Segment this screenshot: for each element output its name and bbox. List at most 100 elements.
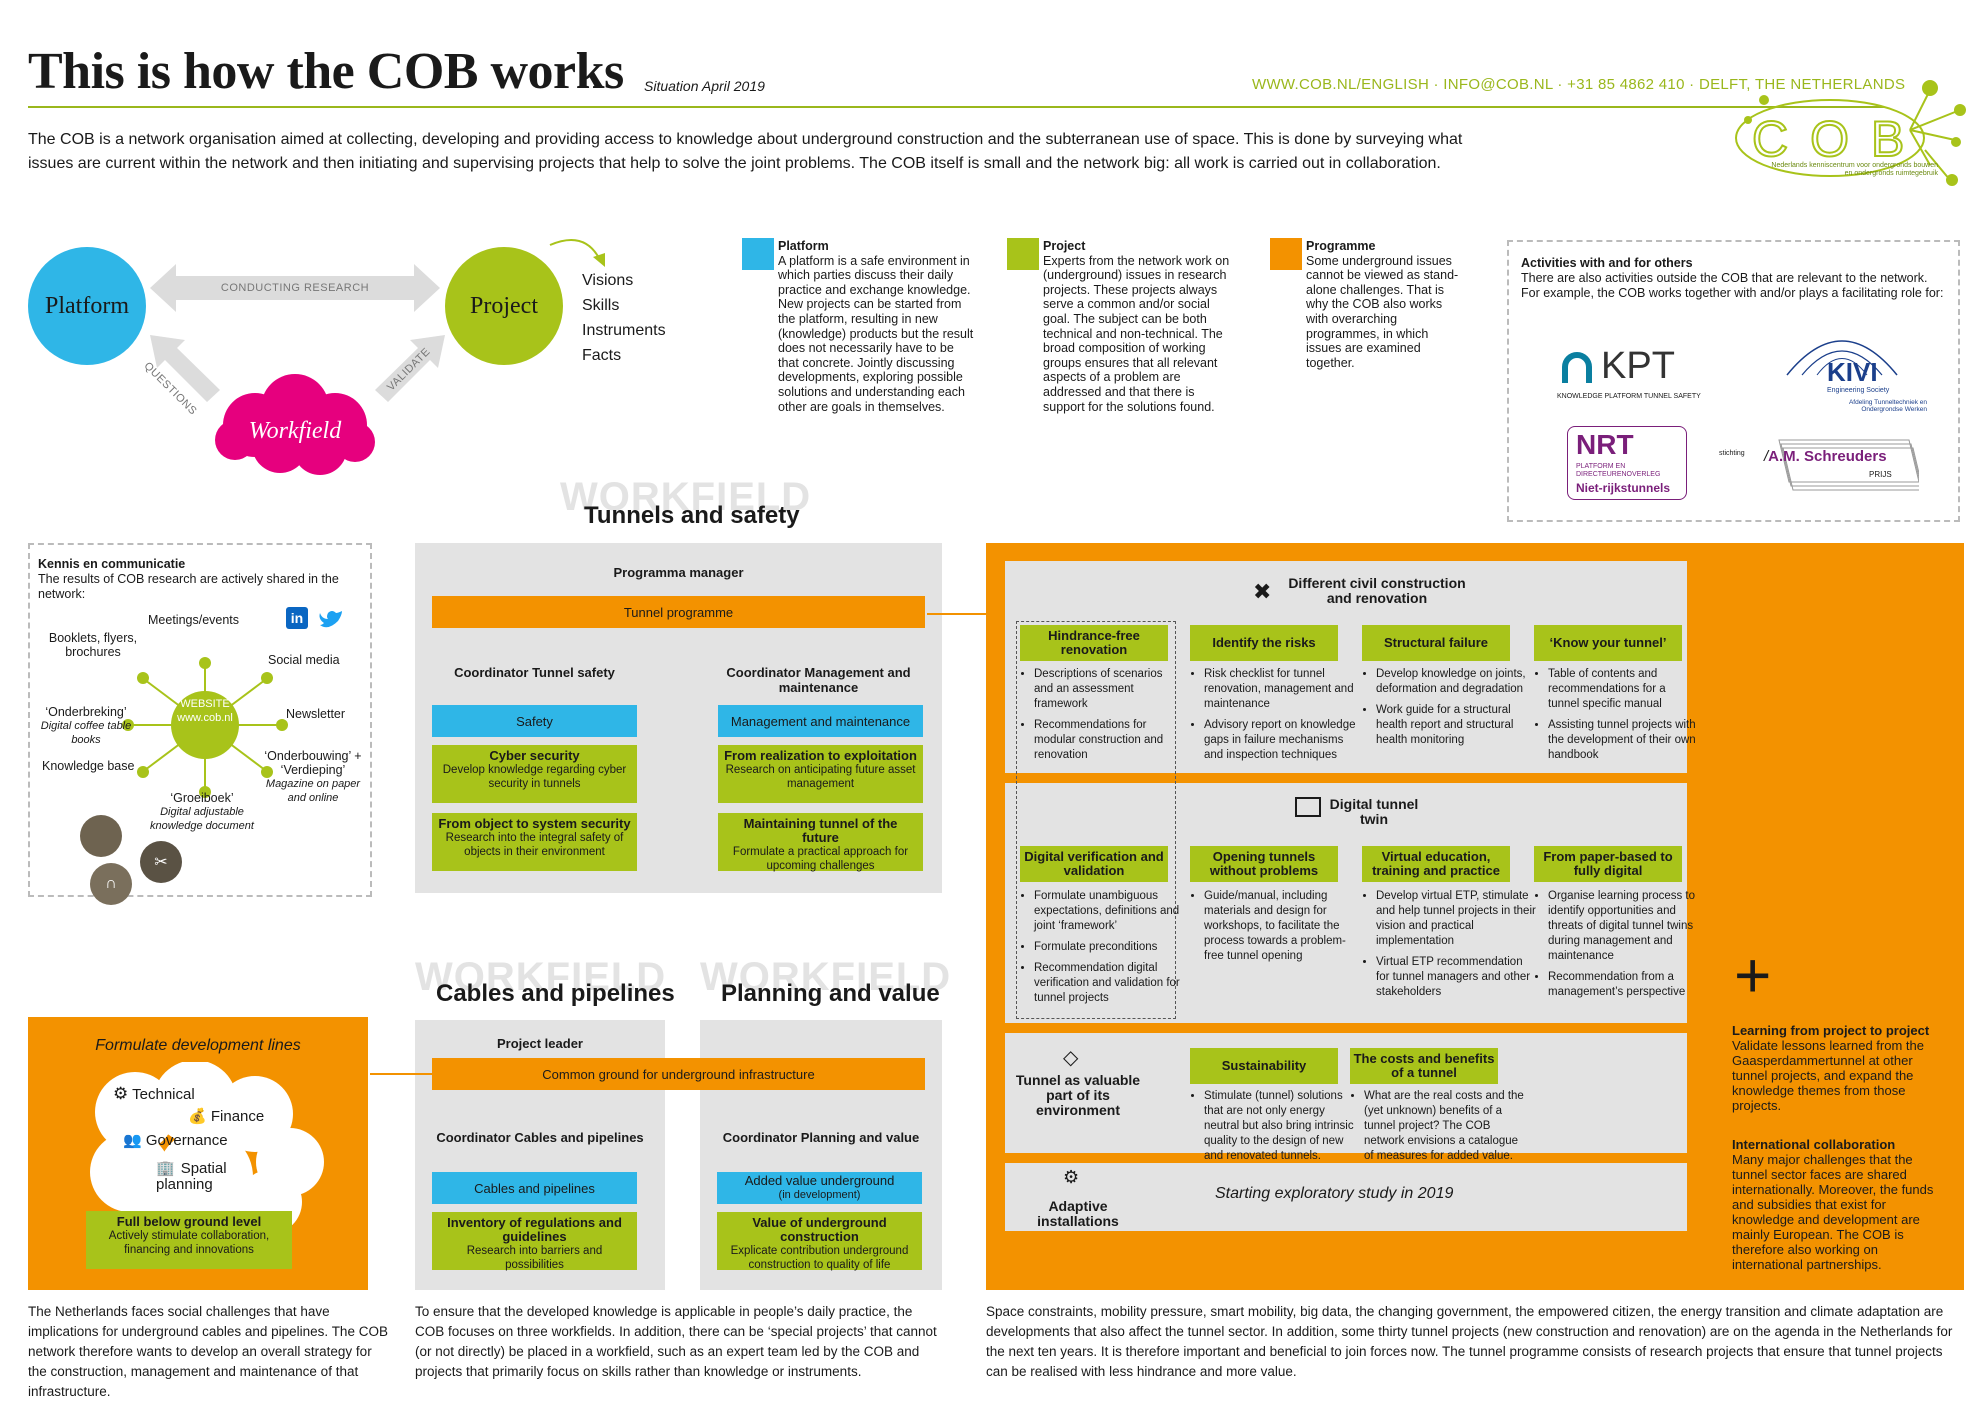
know-tunnel-list: Table of contents and recommendations fo…: [1534, 667, 1698, 769]
added-value-bar[interactable]: Added value underground(in development): [717, 1172, 922, 1204]
tunnel-programme-bar[interactable]: Tunnel programme: [432, 596, 925, 628]
col-structural-failure[interactable]: Structural failure: [1362, 625, 1510, 661]
sustainability-list: Stimulate (tunnel) solutions that are no…: [1190, 1089, 1362, 1170]
civil-section: ✖ Different civil construction and renov…: [1005, 561, 1687, 773]
conducting-research-label: CONDUCTING RESEARCH: [220, 282, 370, 294]
programme-connector: [927, 613, 987, 615]
coordinator-planning: Coordinator Planning and value: [722, 1130, 920, 1145]
tunnel-programme-panel: ✖ Different civil construction and renov…: [986, 543, 1964, 1290]
header-divider: [28, 106, 1884, 108]
project-leader-label: Project leader: [497, 1036, 583, 1051]
devline-spatial: 🏢Spatial planning: [156, 1160, 227, 1193]
devline-finance: 💰 Finance: [188, 1108, 265, 1125]
schreuders-logo[interactable]: stichting /A.M. Schreuders PRIJS: [1719, 432, 1929, 502]
col-paper-digital[interactable]: From paper-based to fully digital: [1534, 846, 1682, 882]
item-meetings: Meetings/events: [148, 613, 240, 627]
col-hindrance[interactable]: Hindrance-free renovation: [1020, 625, 1168, 661]
hindrance-list: Descriptions of scenarios and an assessm…: [1020, 667, 1184, 769]
item-onderbouwing: ‘Onderbouwing’ + ‘Verdieping’Magazine on…: [264, 749, 362, 804]
col-know-tunnel[interactable]: ‘Know your tunnel’: [1534, 625, 1682, 661]
hindrance-dashed-frame: [1016, 621, 1176, 1019]
item-newsletter: Newsletter: [286, 707, 346, 721]
devlines-title: Formulate development lines: [95, 1037, 301, 1054]
logo-wordmark: COB: [1751, 110, 1927, 168]
management-bar[interactable]: Management and maintenance: [718, 705, 923, 737]
identify-list: Risk checklist for tunnel renovation, ma…: [1190, 667, 1364, 769]
worker-icon: ✂: [140, 841, 182, 883]
structural-list: Develop knowledge on joints, deformation…: [1362, 667, 1536, 754]
platform-circle: Platform: [28, 247, 146, 365]
col-identify-risks[interactable]: Identify the risks: [1190, 625, 1338, 661]
project-circle: Project: [445, 247, 563, 365]
linkedin-icon[interactable]: in: [286, 607, 308, 629]
plus-sign: +: [1734, 939, 1772, 1011]
contact-line[interactable]: WWW.COB.NL/ENGLISH · INFO@COB.NL · +31 8…: [1252, 76, 1906, 93]
civil-title: Different civil construction and renovat…: [1288, 575, 1466, 606]
kivi-logo[interactable]: KIVI Engineering Society Afdeling Tunnel…: [1757, 327, 1927, 417]
adaptive-title: Adaptive installations: [1037, 1198, 1119, 1229]
twin-section: Digital tunnel twin: [1005, 783, 1687, 1023]
adaptive-section: ⚙ Adaptive installations Starting explor…: [1005, 1163, 1687, 1231]
questions-arrow: [150, 335, 220, 402]
diamond-icon: ◇: [1063, 1047, 1079, 1069]
cables-bar[interactable]: Cables and pipelines: [432, 1172, 637, 1204]
logo-tagline: Nederlands kenniscentrum voor ondergrond…: [1771, 162, 1938, 177]
planning-title: Planning and value: [721, 980, 940, 1007]
adaptive-body: Starting exploratory study in 2019: [1215, 1185, 1454, 1202]
kivi-globe-icon: [1786, 340, 1898, 376]
twitter-icon[interactable]: [318, 609, 344, 631]
workfield-cloud: [215, 374, 375, 475]
col-costs-benefits[interactable]: The costs and benefits of a tunnel: [1350, 1048, 1498, 1084]
footer-text-2: To ensure that the developed knowledge i…: [415, 1304, 937, 1379]
people-icon: 👥: [123, 1132, 142, 1149]
item-social-media: Social media: [268, 653, 340, 667]
common-ground-connector: [370, 1073, 432, 1075]
planning-ghost-label: WORKFIELD: [700, 955, 952, 999]
logo-network-icon: [1735, 80, 1966, 186]
workfield-label: Workfield: [248, 418, 342, 444]
tunnels-ghost-label: WORKFIELD: [560, 475, 812, 519]
cables-ghost-label: WORKFIELD: [415, 955, 667, 999]
env-title: Tunnel as valuable part of its environme…: [1015, 1072, 1141, 1118]
nrt-logo[interactable]: NRT PLATFORM EN DIRECTEURENOVERLEG Niet-…: [1567, 426, 1687, 500]
coordinator-management: Coordinator Management and maintenance: [726, 665, 911, 695]
building-icon: 🏢: [156, 1160, 175, 1177]
knowledge-network: [122, 657, 288, 798]
devline-governance: 👥 Governance: [123, 1132, 228, 1149]
common-ground-bar[interactable]: Common ground for underground infrastruc…: [432, 1058, 925, 1090]
footer-text-3: Space constraints, mobility pressure, sm…: [986, 1304, 1953, 1379]
safety-bar[interactable]: Safety: [432, 705, 637, 737]
col-opening-tunnels[interactable]: Opening tunnels without problems: [1190, 846, 1338, 882]
tunnels-title: Tunnels and safety: [584, 502, 800, 529]
item-onderbreking: ‘Onderbreking’Digital coffee table books: [40, 705, 132, 746]
conducting-research-arrow: [150, 264, 440, 312]
col-digital-verification[interactable]: Digital verification and validation: [1020, 846, 1168, 882]
intro-text: The COB is a network organisation aimed …: [28, 131, 1463, 172]
page-title: This is how the COB works: [28, 43, 624, 100]
devline-technical: ⚙ Technical: [113, 1084, 195, 1103]
paper-digital-list: Organise learning process to identify op…: [1534, 889, 1698, 1006]
col-sustainability[interactable]: Sustainability: [1190, 1048, 1338, 1084]
kpt-logo[interactable]: KPT KNOWLEDGE PLATFORM TUNNEL SAFETY: [1557, 345, 1701, 400]
virtual-list: Develop virtual ETP, stimulate and help …: [1362, 889, 1536, 1006]
validate-arrow: [375, 335, 445, 402]
coordinator-cables: Coordinator Cables and pipelines: [436, 1130, 644, 1145]
opening-list: Guide/manual, including materials and de…: [1190, 889, 1364, 970]
environment-section: ◇ Tunnel as valuable part of its environ…: [1005, 1033, 1687, 1153]
col-virtual-education[interactable]: Virtual education, training and practice: [1362, 846, 1510, 882]
monitor-icon: [1295, 797, 1321, 817]
